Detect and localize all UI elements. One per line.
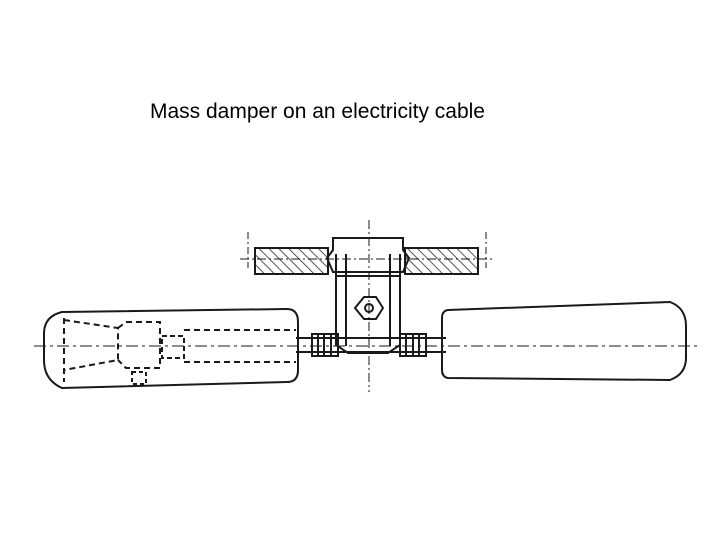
right-damper-mass	[441, 300, 687, 382]
messenger-shaft	[296, 333, 446, 357]
cable-clamp	[325, 237, 411, 354]
slide-title: Mass damper on an electricity cable	[150, 100, 485, 123]
left-damper-mass	[43, 307, 299, 390]
